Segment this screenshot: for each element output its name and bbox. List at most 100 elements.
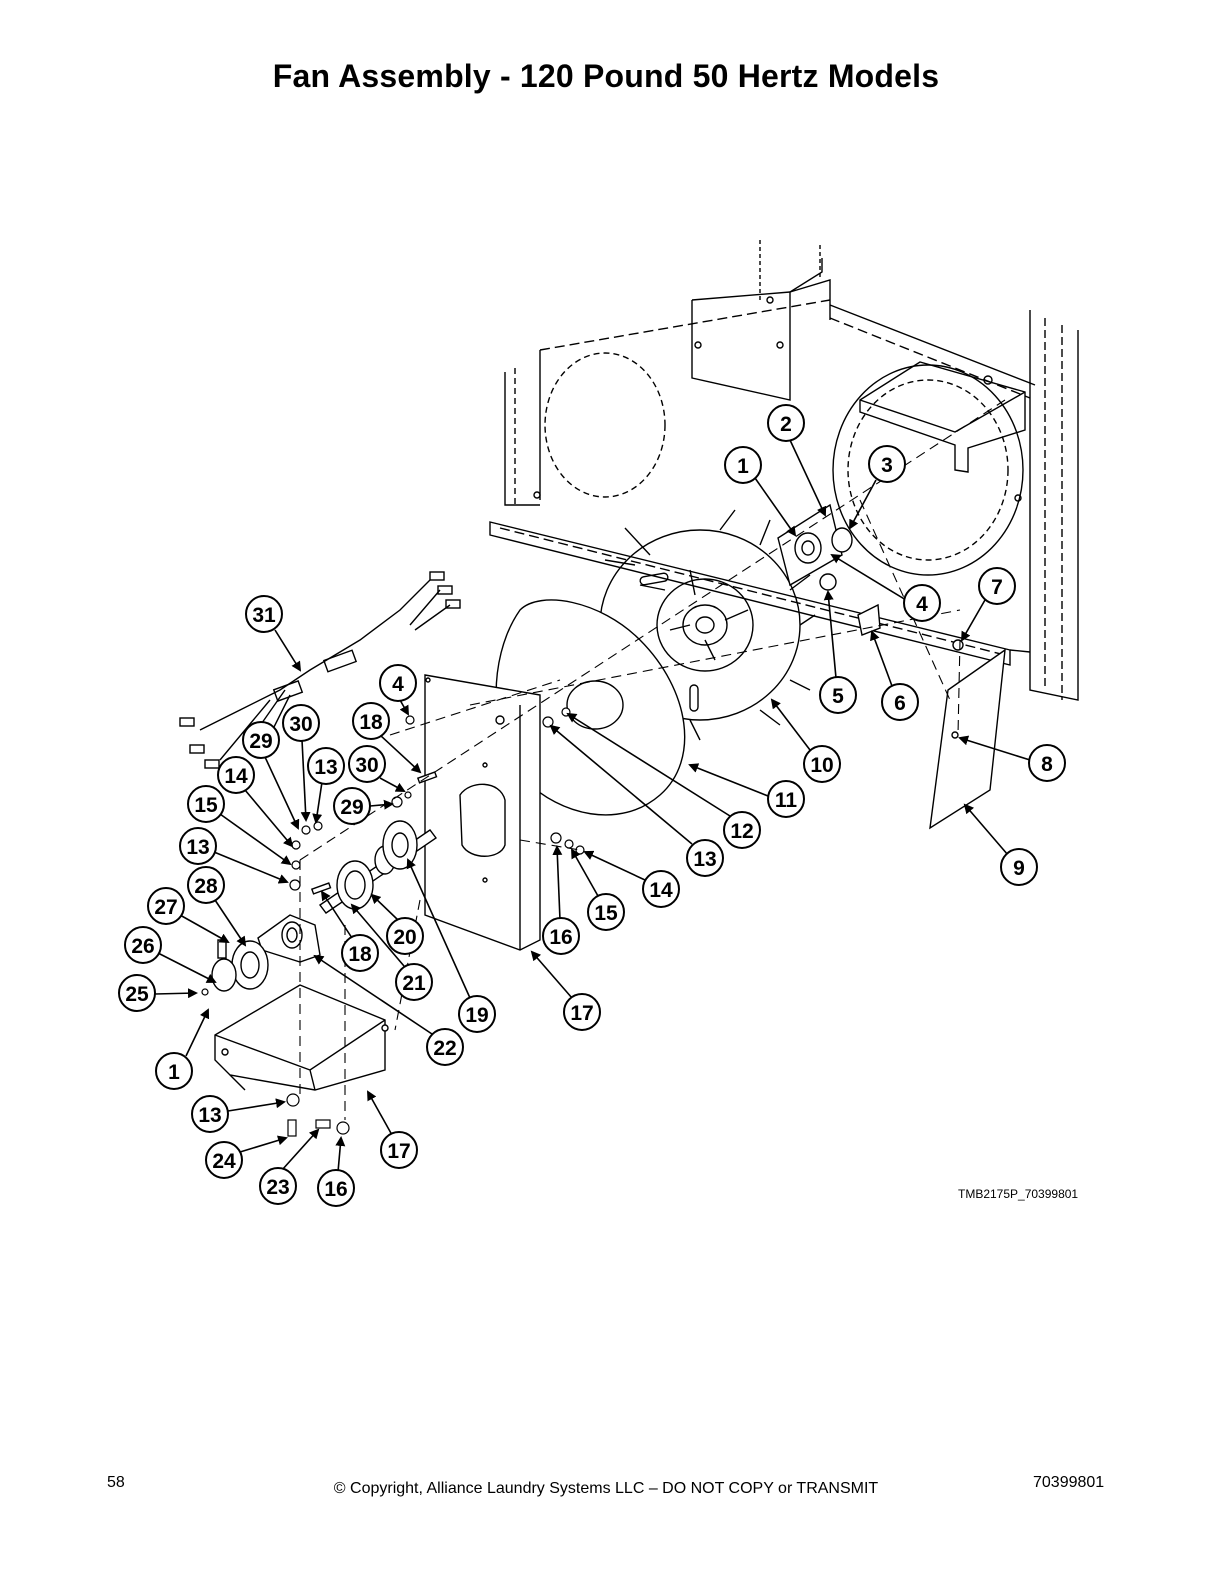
callout-18-bottom: 18 — [320, 890, 379, 972]
callout-22: 22 — [313, 954, 464, 1066]
svg-text:4: 4 — [916, 593, 928, 616]
svg-text:19: 19 — [465, 1004, 488, 1027]
callout-17-lower: 17 — [367, 1090, 418, 1169]
callout-15-left: 15 — [187, 785, 292, 866]
svg-text:5: 5 — [832, 685, 844, 708]
svg-text:14: 14 — [224, 765, 248, 788]
callout-9: 9 — [963, 803, 1038, 886]
callout-12: 12 — [566, 712, 761, 849]
callout-17-upper: 17 — [530, 950, 601, 1031]
callout-30-mid: 30 — [348, 745, 406, 792]
shaft-assembly — [310, 771, 438, 914]
svg-text:25: 25 — [125, 983, 149, 1006]
svg-text:29: 29 — [340, 796, 363, 819]
deflector-panel — [929, 648, 1006, 830]
callout-13-bottom: 13 — [191, 1095, 286, 1133]
callout-19: 19 — [406, 858, 496, 1033]
callout-29-mid: 29 — [333, 787, 394, 825]
svg-text:21: 21 — [402, 972, 426, 995]
svg-text:18: 18 — [359, 711, 383, 734]
svg-text:23: 23 — [266, 1176, 289, 1199]
blower-wheel — [599, 509, 816, 741]
callout-18-top: 18 — [352, 702, 422, 774]
callout-13-left-upper: 13 — [307, 747, 345, 824]
drawing-code: TMB2175P_70399801 — [958, 1187, 1079, 1201]
svg-text:17: 17 — [387, 1140, 410, 1163]
svg-text:8: 8 — [1041, 753, 1053, 776]
svg-text:30: 30 — [355, 754, 378, 777]
svg-text:13: 13 — [693, 848, 716, 871]
svg-text:18: 18 — [348, 943, 372, 966]
document-number: 70399801 — [1033, 1474, 1105, 1491]
callout-6: 6 — [870, 630, 919, 721]
svg-text:7: 7 — [991, 576, 1003, 599]
callout-3: 3 — [849, 445, 906, 530]
svg-text:1: 1 — [168, 1061, 180, 1084]
callout-25: 25 — [118, 974, 198, 1012]
svg-text:20: 20 — [393, 926, 416, 949]
callout-28: 28 — [187, 866, 247, 947]
callout-11: 11 — [688, 763, 805, 818]
callout-15-right: 15 — [571, 848, 625, 931]
wiring-harness — [179, 571, 461, 769]
svg-text:22: 22 — [433, 1037, 456, 1060]
svg-text:15: 15 — [594, 902, 618, 925]
svg-text:13: 13 — [186, 836, 209, 859]
copyright-notice: © Copyright, Alliance Laundry Systems LL… — [333, 1480, 879, 1497]
callout-31: 31 — [245, 595, 302, 672]
svg-text:13: 13 — [314, 756, 337, 779]
svg-text:29: 29 — [249, 730, 272, 753]
svg-text:14: 14 — [649, 879, 673, 902]
svg-text:13: 13 — [198, 1104, 221, 1127]
svg-text:6: 6 — [894, 692, 906, 715]
callout-8: 8 — [958, 735, 1066, 782]
callout-14-right: 14 — [583, 850, 680, 908]
svg-text:11: 11 — [775, 789, 798, 812]
callout-27: 27 — [147, 887, 230, 943]
svg-text:9: 9 — [1013, 857, 1025, 880]
callout-24: 24 — [205, 1135, 288, 1179]
callout-23: 23 — [259, 1128, 320, 1205]
callout-13-right: 13 — [549, 724, 724, 877]
callout-5: 5 — [819, 590, 857, 714]
callout-10: 10 — [770, 698, 841, 783]
svg-text:16: 16 — [324, 1178, 347, 1201]
svg-text:28: 28 — [194, 875, 218, 898]
callout-group: 1 2 3 4 5 6 7 — [118, 404, 1066, 1207]
callout-16-bottom: 16 — [317, 1136, 355, 1207]
svg-text:26: 26 — [131, 935, 154, 958]
motor-parts — [777, 503, 964, 651]
callout-4-left: 4 — [379, 664, 417, 716]
callout-2: 2 — [767, 404, 827, 517]
svg-text:31: 31 — [252, 604, 276, 627]
callout-1-pulley: 1 — [155, 1008, 210, 1090]
callout-7: 7 — [961, 567, 1016, 642]
svg-text:3: 3 — [881, 454, 893, 477]
callout-29-left: 29 — [242, 721, 300, 830]
svg-text:17: 17 — [570, 1002, 593, 1025]
svg-text:27: 27 — [154, 896, 177, 919]
svg-text:4: 4 — [392, 673, 404, 696]
svg-text:24: 24 — [212, 1150, 236, 1173]
back-plate — [424, 674, 541, 951]
svg-text:12: 12 — [730, 820, 753, 843]
svg-text:1: 1 — [737, 455, 749, 478]
svg-text:2: 2 — [780, 413, 792, 436]
callout-21: 21 — [350, 903, 433, 1001]
svg-text:10: 10 — [810, 754, 833, 777]
callout-13-left-mid: 13 — [179, 827, 289, 884]
callout-30-left: 30 — [282, 704, 320, 822]
callout-14-left: 14 — [217, 756, 294, 848]
page-title: Fan Assembly - 120 Pound 50 Hertz Models — [272, 58, 940, 94]
svg-text:15: 15 — [194, 794, 218, 817]
svg-text:30: 30 — [289, 713, 312, 736]
callout-16-right: 16 — [542, 845, 580, 955]
pulley — [211, 939, 269, 992]
pillow-block-bearing — [257, 914, 321, 963]
belt-guard — [214, 984, 389, 1091]
callout-4-top: 4 — [830, 553, 941, 622]
callout-26: 26 — [124, 926, 217, 983]
svg-text:16: 16 — [549, 926, 572, 949]
cabinet-frame — [489, 240, 1079, 701]
